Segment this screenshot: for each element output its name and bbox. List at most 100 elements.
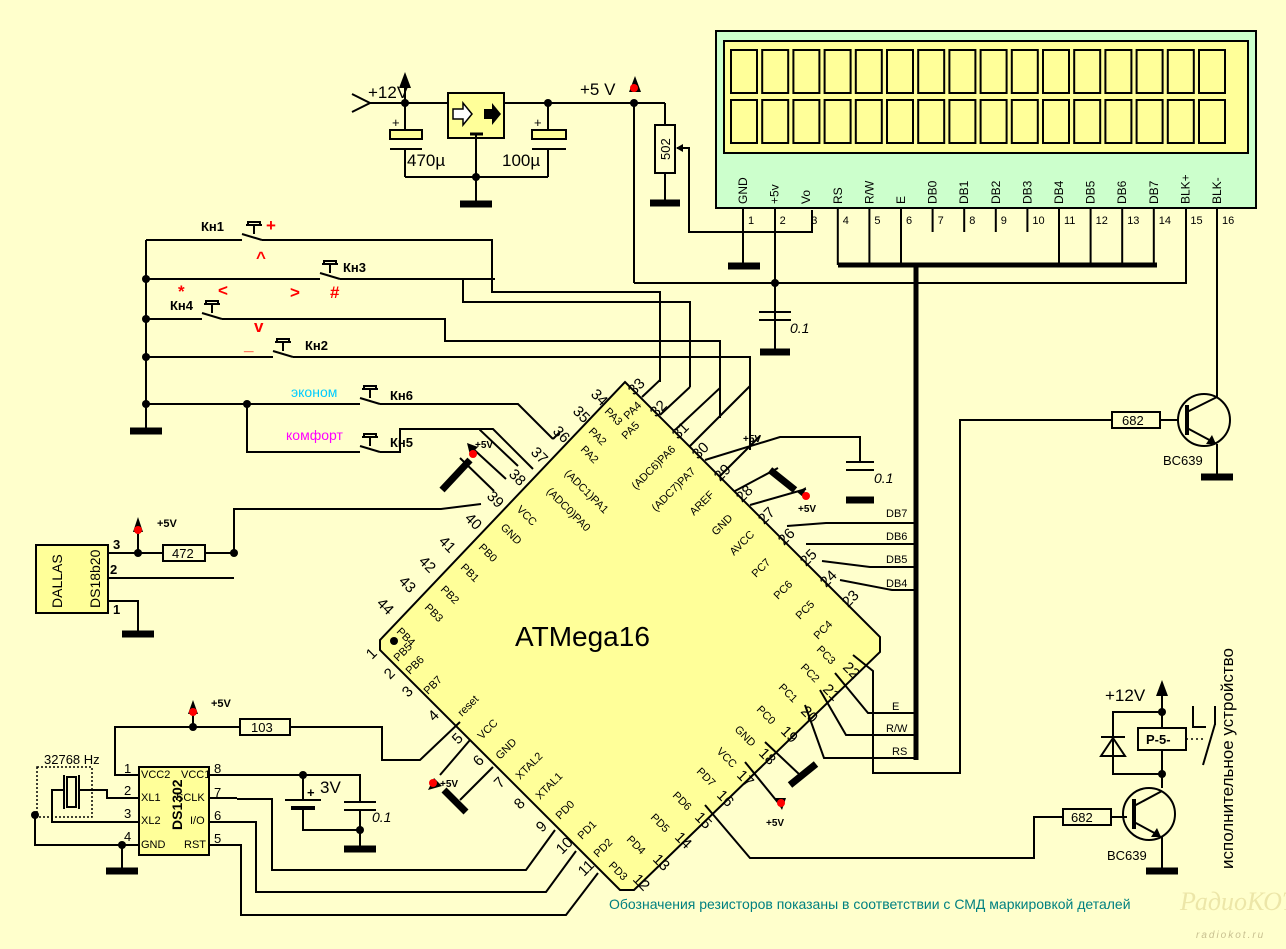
power-supply: +12V + 470µ + 100µ +5 V 502: [351, 72, 813, 283]
button-kn1-symbol: +: [266, 216, 276, 235]
lcd-pin-name: GND: [736, 177, 750, 204]
mcu-pin-number: 43: [395, 573, 419, 597]
plus5v-label: +5V: [475, 440, 493, 451]
sensor-pullup-label: 472: [172, 546, 194, 561]
plus5v-label: +5V: [440, 779, 458, 790]
plus5v-label: +5V: [211, 698, 232, 710]
rtc-pin-vcc2: VCC2: [141, 769, 170, 781]
lcd-char-cell: [948, 99, 977, 144]
lcd-char-cell: [917, 49, 946, 94]
lcd-pins: GND1+5v2Vo3RS4R/W5E6DB07DB18DB29DB310DB4…: [736, 174, 1234, 265]
lcd-char-cell: [1166, 49, 1195, 94]
lcd-char-cell: [979, 49, 1008, 94]
plus12v-arrow-icon: [399, 72, 411, 88]
lcd-pin-number: 4: [843, 215, 849, 227]
cap-100-label: 100µ: [502, 151, 540, 170]
cap-470-label: 470µ: [407, 151, 445, 170]
lcd-char-cell: [948, 49, 977, 94]
rtc-pin-xl2: XL2: [141, 815, 161, 827]
lcd-char-cell: [792, 49, 821, 94]
lcd-pin-name: DB4: [1052, 180, 1066, 204]
lcd-decoupling-cap-label: 0.1: [790, 320, 809, 336]
lcd-char-cell: [1010, 99, 1039, 144]
lcd-char-cell: [761, 99, 790, 144]
lcd-pin-number: 12: [1096, 215, 1108, 227]
rtc-pin-num-5: 5: [214, 831, 221, 846]
sensor-maker: DALLAS: [49, 554, 65, 608]
relay-driver: +12V P-5- 682 BC639 исполнительное устро…: [1062, 648, 1237, 875]
sensor-model: DS18b20: [87, 549, 103, 608]
net-db6-label: DB6: [886, 531, 907, 543]
lcd-char-cell: [823, 99, 852, 144]
resistor-103: [239, 718, 291, 736]
lcd-char-cell: [917, 99, 946, 144]
watermark-url: radiokot.ru: [1196, 930, 1265, 941]
cap-100-plate: [531, 129, 567, 140]
lcd-pin-number: 1: [748, 215, 754, 227]
lcd-char-cell: [1198, 99, 1226, 144]
rtc-pin-xl1: XL1: [141, 792, 161, 804]
mode-comfort-label: комфорт: [286, 427, 343, 443]
cap-470-plus: +: [392, 115, 400, 130]
cap-100-plus: +: [534, 115, 542, 130]
lcd-display: GND1+5v2Vo3RS4R/W5E6DB07DB18DB29DB310DB4…: [634, 30, 1257, 760]
lcd-char-cell: [1135, 99, 1164, 144]
arrow-right-symbol: >: [290, 283, 300, 302]
backlight-transistor-label: BC639: [1163, 453, 1203, 468]
plus12v-label: +12V: [368, 83, 409, 102]
crystal-shield: [36, 766, 93, 818]
plus5v-label: +5V: [798, 504, 816, 515]
lcd-pin-number: 15: [1190, 215, 1202, 227]
mcu-pin-number: 1: [363, 645, 381, 663]
rtc-model: DS1302: [169, 779, 185, 830]
mcu-pin-number: 41: [435, 533, 459, 557]
sensor-pin-2: 2: [110, 562, 117, 577]
mcu-pin-number: 9: [533, 818, 551, 836]
mcu-pin-number: 8: [511, 795, 529, 813]
lcd-pin-name: +5v: [768, 184, 782, 204]
rtc-pin-io: I/O: [190, 815, 205, 827]
backlight-resistor-label: 682: [1122, 413, 1144, 428]
lcd-char-cell: [979, 99, 1008, 144]
button-kn6-label: Кн6: [390, 388, 413, 403]
temperature-sensor: DALLAS DS18b20 3 2 1 +5V 472: [35, 517, 238, 638]
rtc-pin-num-3: 3: [124, 806, 131, 821]
battery-label: 3V: [320, 778, 341, 797]
rtc-pin-num-1: 1: [124, 761, 131, 776]
mcu-pin-number: 3: [399, 683, 417, 701]
lcd-char-cell: [1073, 99, 1102, 144]
transistor-bc639-backlight: [1177, 393, 1231, 447]
relay-label: P-5-: [1146, 732, 1171, 747]
lcd-pin-number: 8: [969, 215, 975, 227]
crystal-label: 32768 Hz: [44, 752, 100, 767]
ds18b20-body: [35, 544, 109, 614]
button-kn2-symbol: _: [243, 335, 254, 354]
rtc-pin-num-6: 6: [214, 808, 221, 823]
keypad: Кн1 + Кн3 # ^ < > v Кн4 * Кн2 _ Кн6 эк: [130, 216, 751, 470]
lcd-char-cell: [792, 99, 821, 144]
plus5v-label: +5V: [157, 518, 178, 530]
load-label: исполнительное устройство: [1218, 648, 1237, 869]
rtc-pin-sclk: SCLK: [176, 792, 205, 804]
lcd-pin-number: 9: [1001, 215, 1007, 227]
lcd-char-cell: [823, 49, 852, 94]
lcd-char-cell: [886, 99, 914, 144]
rtc-pin-rst: RST: [184, 839, 206, 851]
lcd-char-cell: [1166, 99, 1195, 144]
lcd-pin-number: 16: [1222, 215, 1234, 227]
arrow-up-symbol: ^: [256, 248, 266, 267]
lcd-cells: [730, 49, 1226, 144]
plus5v-label: +5V: [743, 434, 761, 445]
lcd-char-cell: [886, 49, 914, 94]
lcd-pin-number: 3: [811, 215, 817, 227]
button-kn4-symbol: *: [178, 282, 185, 301]
rtc-pin-num-2: 2: [124, 783, 131, 798]
button-kn3-symbol: #: [330, 283, 340, 302]
sensor-pin-3: 3: [113, 537, 120, 552]
net-db4-label: DB4: [886, 578, 907, 590]
mcu-pin-number: 2: [381, 665, 399, 683]
lcd-char-cell: [1104, 49, 1133, 94]
regulator-out-arrow-icon: [484, 103, 501, 125]
rtc-pin-vcc1: VCC1: [181, 769, 210, 781]
crystal: [66, 776, 77, 808]
